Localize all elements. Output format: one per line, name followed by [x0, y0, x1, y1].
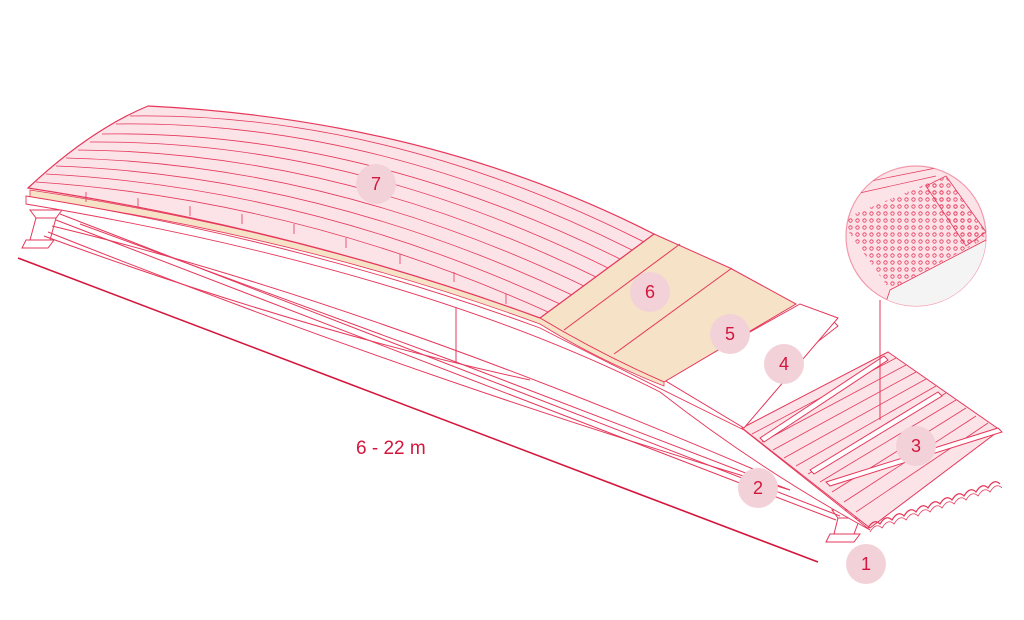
vapour-barrier: [663, 303, 839, 429]
svg-text:4: 4: [779, 354, 789, 374]
callout-6: 6: [630, 272, 670, 312]
callout-4: 4: [764, 344, 804, 384]
svg-text:3: 3: [911, 436, 921, 456]
callout-3: 3: [896, 426, 936, 466]
detail-zoom: [845, 165, 987, 420]
callout-1: 1: [846, 544, 886, 584]
svg-text:5: 5: [725, 324, 735, 344]
svg-text:2: 2: [753, 478, 763, 498]
span-dimension-line: [17, 257, 819, 563]
roof-assembly: [25, 105, 1003, 533]
callout-7: 7: [356, 164, 396, 204]
corrugated-end-profile: [867, 481, 1001, 529]
left-steel-beam: [21, 209, 63, 249]
svg-text:1: 1: [861, 554, 871, 574]
span-dimension: 6 - 22 m: [17, 257, 819, 563]
standing-seam-top-sheet: [25, 105, 871, 531]
svg-text:7: 7: [371, 174, 381, 194]
svg-text:6: 6: [645, 282, 655, 302]
callout-2: 2: [738, 468, 778, 508]
span-label: 6 - 22 m: [356, 438, 426, 459]
callout-5: 5: [710, 314, 750, 354]
tie-rods: [43, 213, 841, 521]
callouts: 1 2 3 4 5 6 7: [356, 164, 936, 584]
